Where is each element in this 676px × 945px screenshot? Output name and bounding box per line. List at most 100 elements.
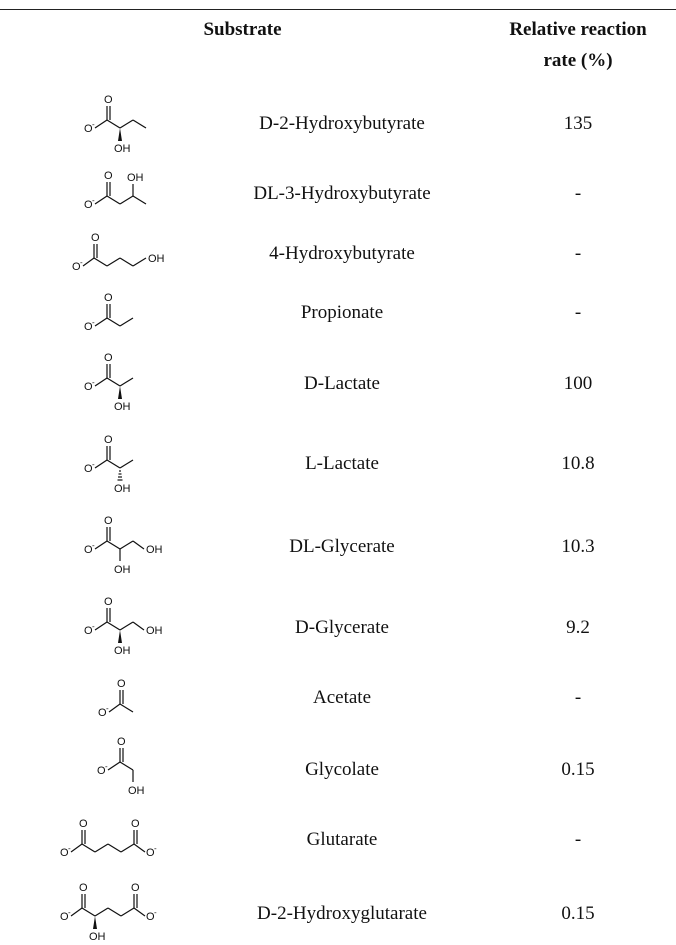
d-2-hydroxybutyrate-structure: O - O OH [52,92,202,155]
svg-text:O: O [117,678,126,690]
table-row: O - O OH O O - D-2-Hydroxyglutarate 0.15 [0,880,676,943]
table-row: O - O OH L-Lactate 10.8 [0,432,676,495]
table-row: O - O OH D-2-Hydroxybutyrate 135 [0,92,676,155]
table-row: O - O OH OH DL-Glycerate 10.3 [0,513,676,576]
relative-rate-value: - [574,183,582,204]
svg-text:O: O [104,94,113,106]
relative-rate-value: - [574,829,582,850]
svg-text:-: - [154,908,157,917]
svg-text:OH: OH [127,172,144,184]
svg-text:-: - [92,120,95,129]
rate-header-line-2: rate (%) [543,50,613,71]
svg-text:O: O [72,261,81,273]
relative-rate-value: 9.2 [566,617,590,638]
relative-rate-value: 0.15 [561,903,595,924]
svg-text:O: O [104,170,113,182]
svg-text:O: O [84,321,93,333]
svg-text:-: - [68,844,71,853]
dl-glycerate-structure: O - O OH OH [52,513,202,576]
svg-text:O: O [91,232,100,244]
substrate-name: D-2-Hydroxybutyrate [259,113,425,134]
rate-header-line-1: Relative reaction [509,19,647,40]
svg-text:O: O [60,911,69,923]
top-rule [0,9,676,10]
svg-text:O: O [146,911,155,923]
table-row: O - O OH 4-Hydroxybutyrate - [0,226,676,286]
svg-text:O: O [131,882,140,894]
svg-text:O: O [104,292,113,304]
table-row: O - O OH OH D-Glycerate 9.2 [0,594,676,657]
svg-text:O: O [97,765,106,777]
relative-rate-value: - [574,687,582,708]
relative-rate-value: 10.8 [561,453,595,474]
svg-text:O: O [84,544,93,556]
svg-text:-: - [92,378,95,387]
substrate-name: DL-3-Hydroxybutyrate [253,183,431,204]
glutarate-structure: O - O O O - [52,812,202,872]
svg-text:-: - [105,762,108,771]
svg-text:-: - [92,541,95,550]
svg-text:O: O [104,434,113,446]
table-row: O - O Propionate - [0,286,676,346]
svg-text:-: - [106,704,109,713]
svg-text:OH: OH [146,625,163,637]
dl-3-hydroxybutyrate-structure: O - O OH [52,164,202,224]
substrate-name: D-Lactate [304,373,380,394]
svg-text:O: O [84,199,93,211]
svg-text:O: O [84,463,93,475]
svg-text:OH: OH [114,564,131,576]
relative-rate-value: - [574,302,582,323]
substrate-name: Glycolate [305,759,379,780]
4-hydroxybutyrate-structure: O - O OH [52,226,202,286]
svg-text:O: O [79,818,88,830]
svg-text:OH: OH [114,483,131,495]
svg-text:OH: OH [148,253,165,265]
propionate-structure: O - O [52,286,202,346]
svg-text:-: - [80,258,83,267]
table-row: O - O OH D-Lactate 100 [0,350,676,413]
svg-text:O: O [104,596,113,608]
relative-rate-value: 135 [563,113,593,134]
relative-rate-value: - [574,243,582,264]
d-glycerate-structure: O - O OH OH [52,594,202,657]
svg-text:O: O [146,847,155,859]
svg-text:O: O [84,123,93,135]
svg-text:OH: OH [89,931,106,943]
substrate-name: D-2-Hydroxyglutarate [257,903,427,924]
svg-text:O: O [131,818,140,830]
svg-text:-: - [92,196,95,205]
acetate-structure: O - O [52,670,202,730]
relative-rate-value: 100 [563,373,593,394]
relative-rate-value: 10.3 [561,536,595,557]
svg-text:-: - [154,844,157,853]
svg-text:O: O [84,381,93,393]
svg-text:O: O [79,882,88,894]
substrate-name: D-Glycerate [295,617,389,638]
substrate-name: DL-Glycerate [289,536,395,557]
table-row: O - O OH Glycolate 0.15 [0,734,676,797]
substrate-column-header: Substrate [203,19,282,40]
relative-rate-value: 0.15 [561,759,595,780]
substrate-name: Propionate [300,302,384,323]
svg-text:O: O [98,707,107,719]
svg-text:O: O [60,847,69,859]
svg-text:OH: OH [128,785,145,797]
d-lactate-structure: O - O OH [52,350,202,413]
svg-text:-: - [92,622,95,631]
substrate-name: L-Lactate [305,453,379,474]
rate-column-header: Relative reaction rate (%) [488,18,668,80]
table-header: Substrate Relative reaction rate (%) [0,0,676,80]
table-row: O - O O O - Glutarate - [0,812,676,872]
svg-text:OH: OH [114,645,131,657]
svg-text:OH: OH [114,401,131,413]
svg-text:O: O [84,625,93,637]
substrate-name: Acetate [312,687,371,708]
svg-text:O: O [104,352,113,364]
glycolate-structure: O - O OH [52,734,202,797]
svg-text:O: O [117,736,126,748]
d-2-hydroxyglutarate-structure: O - O OH O O - [52,880,202,943]
substrate-name: Glutarate [306,829,378,850]
svg-text:O: O [104,515,113,527]
svg-text:OH: OH [146,544,163,556]
svg-text:-: - [68,908,71,917]
